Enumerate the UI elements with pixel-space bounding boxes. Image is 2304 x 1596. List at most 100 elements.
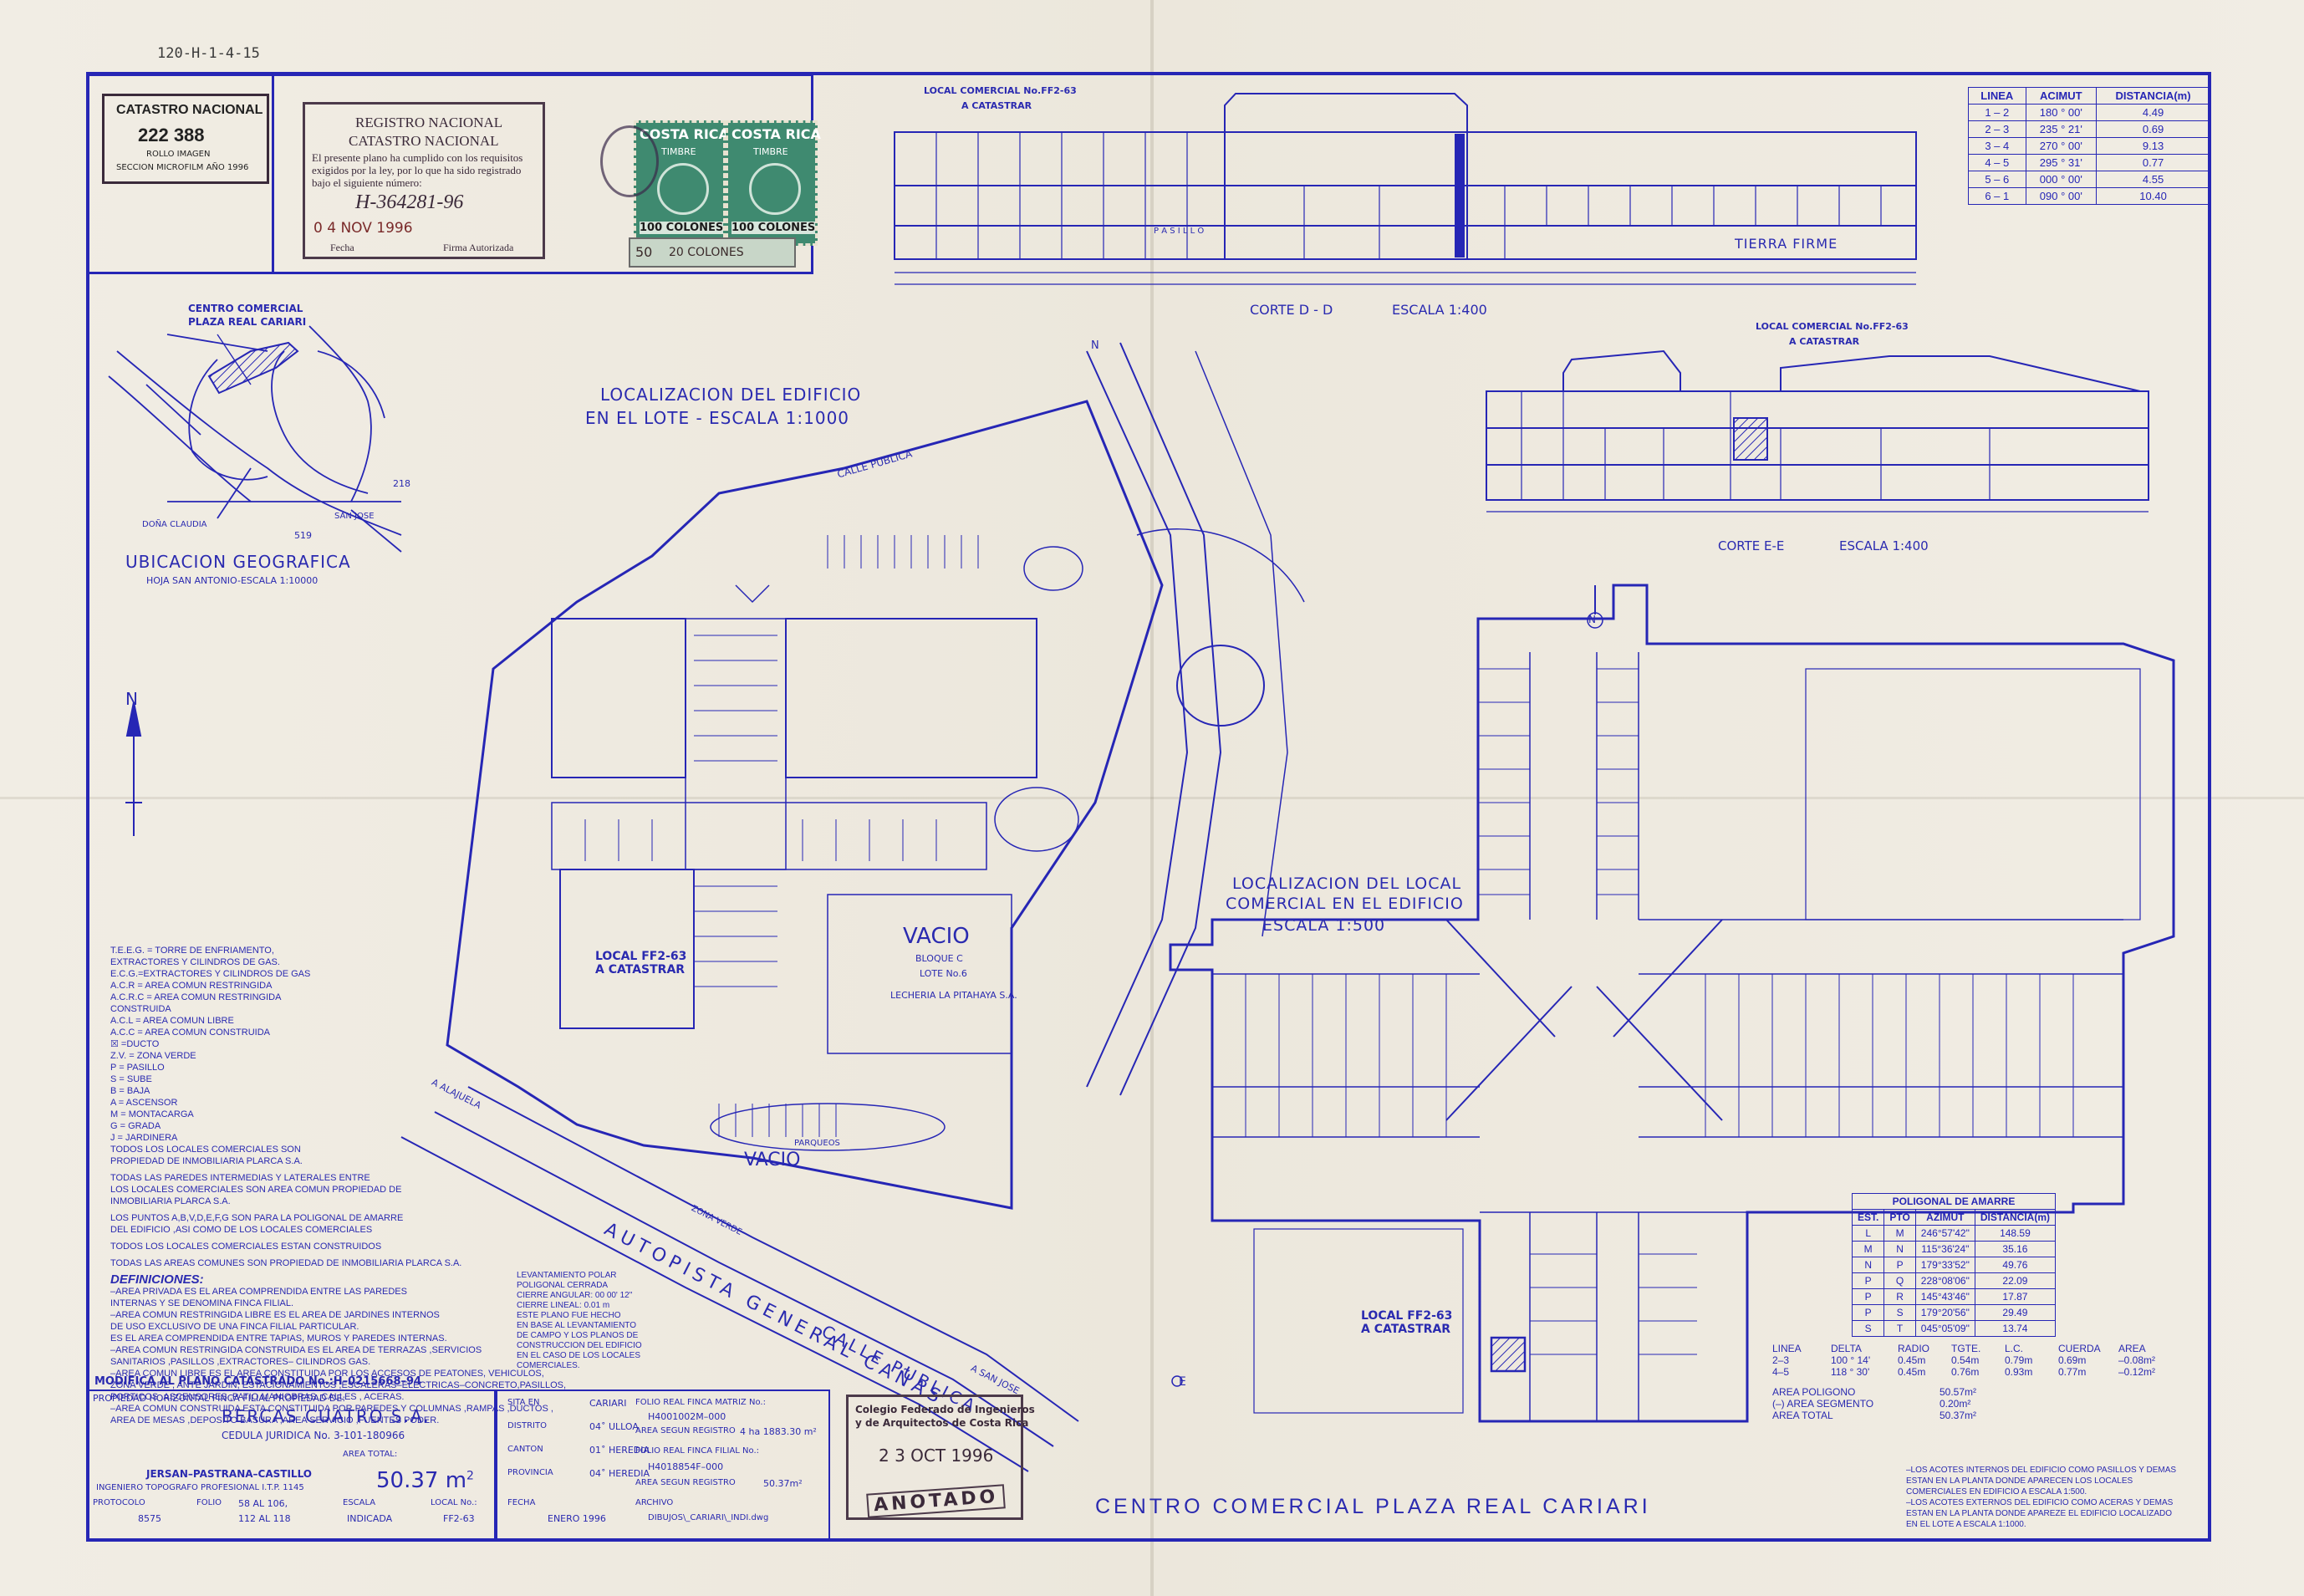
azimut-header: ACIMUT	[2025, 87, 2098, 105]
corte-dd-catastrar: A CATASTRAR	[961, 100, 1032, 111]
area-poligono-value: 50.57m²	[1940, 1386, 1977, 1398]
table-cell: N	[1883, 1241, 1916, 1257]
table-row: 4–5 118 ° 30' 0.45m 0.76m 0.93m 0.77m –0…	[1772, 1366, 2177, 1378]
cedula: CEDULA JURIDICA No. 3-101-180966	[222, 1430, 405, 1441]
edificio-a-catastrar: A CATASTRAR	[1361, 1323, 1451, 1336]
area-registro2-label: AREA SEGUN REGISTRO	[635, 1478, 736, 1487]
table-cell: 0.79m	[2005, 1354, 2033, 1366]
registro-firma-label: Firma Autorizada	[443, 242, 514, 253]
fecha-value: ENERO 1996	[548, 1513, 606, 1524]
legend-line: CONSTRUIDA	[110, 1004, 171, 1014]
archivo-value: DIBUJOS\_CARIARI\_INDI.dwg	[648, 1513, 769, 1522]
ubicacion-north: N	[125, 689, 138, 709]
ubicacion-title: UBICACION GEOGRAFICA	[125, 552, 351, 572]
levantamiento-line: CIERRE LINEAL: 0.01 m	[517, 1301, 610, 1310]
table-cell: P	[1851, 1288, 1885, 1305]
registro-title1: REGISTRO NACIONAL	[355, 115, 503, 130]
table-cell: 49.76	[1974, 1257, 2056, 1273]
poligonal-header: DISTANCIA(m)	[1974, 1209, 2056, 1226]
lote-lote-no6: LOTE No.6	[920, 968, 967, 979]
registro-date: 0 4 NOV 1996	[313, 220, 413, 237]
definicion-line: –AREA COMUN CONSTRUIDA ESTA CONSTITUIDA …	[110, 1404, 553, 1414]
curves-header-row: LINEA DELTA RADIO TGTE. L.C. CUERDA AREA	[1772, 1343, 2177, 1354]
legend-line: A = ASCENSOR	[110, 1098, 178, 1108]
legend-line: PROPIEDAD DE INMOBILIARIA PLARCA S.A.	[110, 1156, 303, 1166]
edificio-title3: ESCALA 1:500	[1262, 916, 1386, 935]
anotado-stamp: ANOTADO	[866, 1484, 1007, 1518]
table-cell: 4.55	[2096, 171, 2210, 188]
corte-ee-title: CORTE E-E	[1718, 538, 1785, 553]
lote-bloque-c: BLOQUE C	[915, 953, 963, 964]
ubicacion-label: 218	[393, 478, 410, 489]
azimut-header-row: LINEA ACIMUT DISTANCIA(m)	[1968, 87, 2210, 105]
ubicacion-label: DOÑA CLAUDIA	[142, 520, 207, 529]
legend-line: LOS PUNTOS A,B,V,D,E,F,G SON PARA LA POL…	[110, 1213, 404, 1223]
table-cell: 118 ° 30'	[1831, 1366, 1870, 1378]
curves-header: L.C.	[2005, 1343, 2024, 1354]
fiscal-stamp-2-word: TIMBRE	[753, 146, 788, 157]
edificio-title2: COMERCIAL EN EL EDIFICIO	[1226, 895, 1464, 913]
area-segmento-row: (–) AREA SEGMENTO 0.20m²	[1772, 1398, 2177, 1410]
legend-line: EXTRACTORES Y CILINDROS DE GAS.	[110, 957, 280, 967]
corte-ee-local-label: LOCAL COMERCIAL No.FF2-63	[1756, 321, 1909, 332]
table-cell: 6 – 1	[1968, 187, 2026, 205]
registro-body: El presente plano ha cumplido con los re…	[312, 151, 523, 189]
area-total-value: 50.37m²	[1940, 1410, 1977, 1421]
corte-ee-outline	[1486, 390, 2149, 501]
legend-line: TODAS LAS PAREDES INTERMEDIAS Y LATERALE…	[110, 1173, 370, 1183]
colegio-stamp: Colegio Federado de Ingenieros y de Arqu…	[846, 1395, 1035, 1520]
area-total-row: AREA TOTAL 50.37m²	[1772, 1410, 2177, 1421]
table-cell: 090 ° 00'	[2025, 187, 2098, 205]
table-cell: –0.12m²	[2118, 1366, 2156, 1378]
corte-dd-scale: ESCALA 1:400	[1392, 302, 1487, 318]
legend-line: A.C.C = AREA COMUN CONSTRUIDA	[110, 1027, 271, 1038]
note-line: EN EL LOTE A ESCALA 1:1000.	[1906, 1520, 2026, 1529]
folio-value-2: 112 AL 118	[238, 1513, 291, 1524]
table-cell: P	[1851, 1272, 1885, 1289]
drawing-border	[86, 72, 2211, 1542]
small-fiscal-stamp: 50 20 COLONES	[629, 237, 796, 268]
legend-line: LOS LOCALES COMERCIALES SON AREA COMUN P…	[110, 1185, 402, 1195]
ubicacion-label: 519	[294, 530, 312, 541]
table-cell: N	[1851, 1257, 1885, 1273]
local-value: FF2-63	[443, 1513, 475, 1524]
levantamiento-line: CONSTRUCCION DEL EDIFICIO	[517, 1341, 642, 1350]
definicion-line: ES EL AREA COMPRENDIDA ENTRE TAPIAS, MUR…	[110, 1333, 447, 1344]
site-outline	[446, 400, 1164, 1210]
table-cell: 13.74	[1974, 1320, 2056, 1337]
table-cell: 0.69	[2096, 120, 2210, 138]
corte-dd-outline	[894, 131, 1917, 260]
colegio-date: 2 3 OCT 1996	[879, 1446, 994, 1466]
fiscal-stamp-2: COSTA RICA TIMBRE 100 COLONES	[726, 120, 821, 246]
protocolo-label: PROTOCOLO	[93, 1498, 145, 1507]
table-cell: 0.45m	[1898, 1354, 1926, 1366]
table-cell: 2 – 3	[1968, 120, 2026, 138]
poligonal-header: EST.	[1851, 1209, 1885, 1226]
corte-dd-local-label: LOCAL COMERCIAL No.FF2-63	[924, 85, 1077, 96]
poligonal-header-row: EST. PTO AZIMUT DISTANCIA(m)	[1851, 1209, 2056, 1226]
levantamiento-line: EN BASE AL LEVANTAMIENTO	[517, 1321, 637, 1330]
local-label: LOCAL No.:	[431, 1498, 477, 1507]
note-line: –LOS ACOTES EXTERNOS DEL EDIFICIO COMO A…	[1906, 1498, 2174, 1507]
table-cell: 4 – 5	[1968, 154, 2026, 171]
levantamiento-line: COMERCIALES.	[517, 1361, 580, 1370]
definicion-line: –AREA COMUN LIBRE ES EL AREA CONSTITUIDA…	[110, 1369, 544, 1379]
corte-dd-pasillo: P A S I L L O	[1154, 227, 1205, 236]
legend-line: A.C.R.C = AREA COMUN RESTRINGIDA	[110, 992, 282, 1002]
table-cell: 179°20'56"	[1914, 1304, 1975, 1321]
legend-line: A.C.L = AREA COMUN LIBRE	[110, 1016, 234, 1026]
poligonal-header: PTO	[1883, 1209, 1916, 1226]
table-cell: 1 – 2	[1968, 104, 2026, 121]
table-cell: 045°05'09"	[1914, 1320, 1975, 1337]
table-cell: T	[1883, 1320, 1916, 1337]
note-line: ESTAN EN LA PLANTA DONDE APAREZE EL EDIF…	[1906, 1509, 2173, 1518]
surveyor-name: JERSAN–PASTRANA–CASTILLO	[146, 1468, 312, 1480]
legend-line: TODOS LOS LOCALES COMERCIALES SON	[110, 1145, 301, 1155]
